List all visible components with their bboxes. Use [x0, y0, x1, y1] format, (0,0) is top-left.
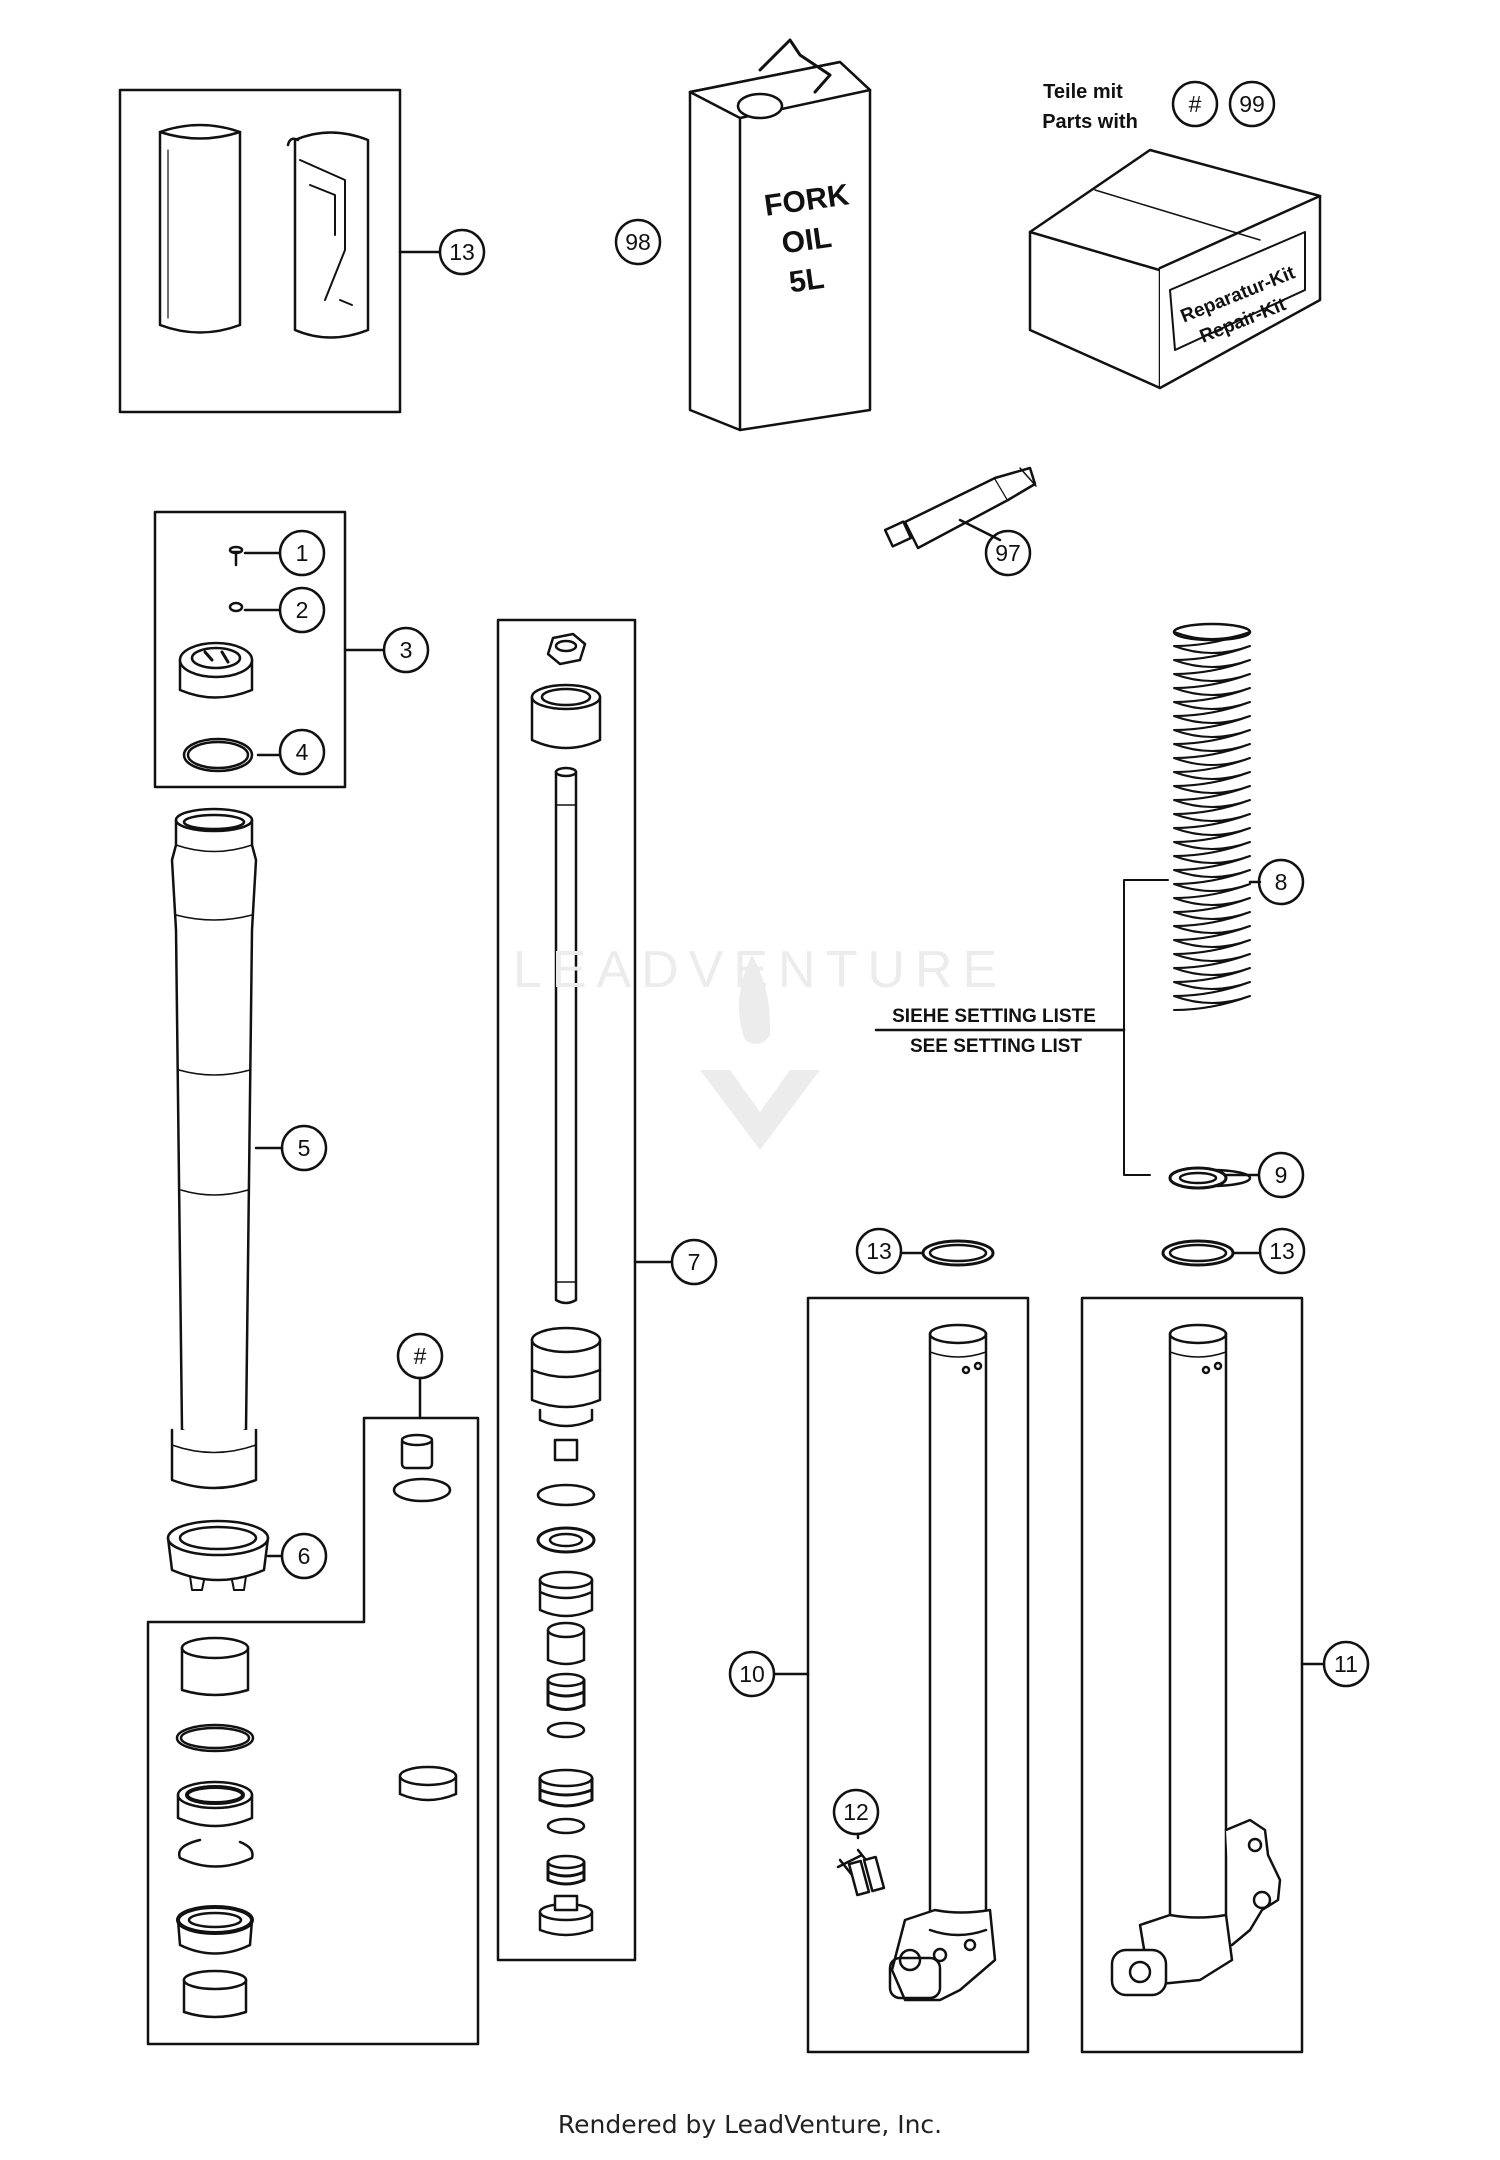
callout-5: 5 [298, 1135, 311, 1161]
callout-6: 6 [298, 1543, 311, 1569]
leadventure-watermark-logo [700, 955, 820, 1150]
callout-14-bubble [438, 228, 486, 276]
part-98-fork-oil-can [614, 38, 872, 432]
callout-98-bubble [614, 218, 662, 266]
callout-11: 11 [1334, 1651, 1358, 1677]
callout-1: 1 [296, 540, 309, 566]
callout-97: 97 [995, 540, 1021, 566]
parts-with-label-de: Teile mit [1043, 81, 1123, 103]
part-99-repair-kit-box [1028, 148, 1322, 390]
part-group-3-fork-cap [153, 510, 430, 789]
callout-2: 2 [296, 597, 309, 623]
callout-hash: # [414, 1343, 427, 1369]
parts-with-label-en: Parts with [1042, 111, 1138, 133]
part-11-inner-tube-right [1080, 1296, 1370, 2054]
callout-99-bubble [1228, 80, 1276, 128]
part-6-ring-nut [166, 1519, 328, 1591]
callout-3: 3 [400, 637, 413, 663]
callout-4: 4 [296, 739, 309, 765]
setting-note-de: SIEHE SETTING LISTE [892, 1006, 1096, 1027]
part-97-grease-tube [883, 466, 1037, 577]
callout-14: 13 [449, 239, 475, 265]
callout-13-right: 13 [1269, 1238, 1295, 1264]
part-13-seal-right [1161, 1227, 1306, 1275]
callout-7: 7 [688, 1249, 701, 1275]
callout-98: 98 [625, 229, 651, 255]
part-8-fork-spring [874, 622, 1305, 1188]
part-5-outer-tube [170, 807, 328, 1490]
oil-can-line-3: 5L [787, 262, 826, 300]
watermark-text: LEADVENTURE [512, 941, 1008, 999]
part-13-seal-left [855, 1227, 995, 1275]
callout-12: 12 [843, 1799, 869, 1825]
part-14-fork-protectors [118, 88, 486, 414]
callout-10: 10 [739, 1661, 765, 1687]
callout-99: 99 [1239, 91, 1265, 117]
callout-97-bubble [984, 529, 1032, 577]
part-7-damping-cartridge [496, 618, 718, 1962]
part-group-hash-seals-bushings [146, 1332, 480, 2046]
setting-note-en: SEE SETTING LIST [910, 1036, 1082, 1057]
callout-8: 8 [1275, 869, 1288, 895]
callout-hash-header-bubble [1171, 80, 1219, 128]
callout-hash-header: # [1189, 91, 1202, 117]
callout-9: 9 [1275, 1162, 1288, 1188]
part-9-spring-seat [1168, 1151, 1305, 1199]
callout-13-left: 13 [866, 1238, 892, 1264]
part-10-inner-tube-left [728, 1296, 1030, 2054]
oil-can-line-2: OIL [780, 221, 834, 261]
footer-credit: Rendered by LeadVenture, Inc. [557, 2110, 943, 2139]
